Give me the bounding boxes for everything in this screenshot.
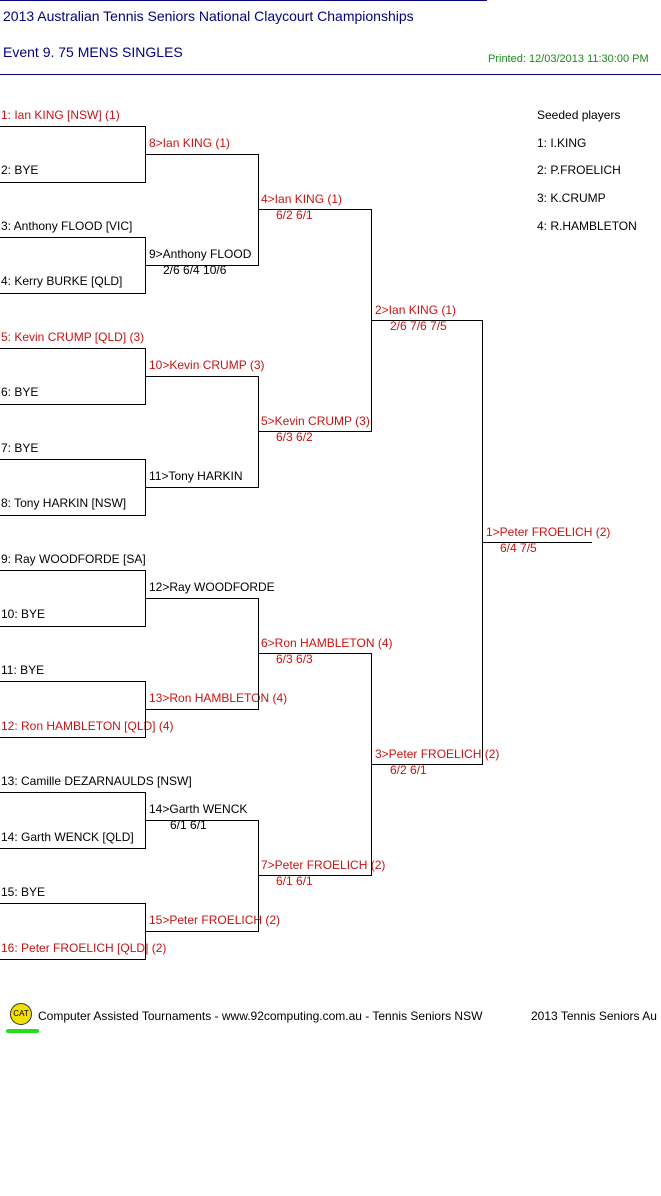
bracket-line bbox=[0, 903, 146, 904]
footer-right-text: 2013 Tennis Seniors Au bbox=[531, 1009, 657, 1023]
r1-entry: 13: Camille DEZARNAULDS [NSW] bbox=[1, 774, 192, 788]
bracket-line bbox=[0, 348, 146, 349]
bracket-line bbox=[258, 376, 259, 488]
r1-entry: 15: BYE bbox=[1, 885, 46, 899]
r2-winner: 11>Tony HARKIN bbox=[149, 469, 243, 483]
r1-entry: 9: Ray WOODFORDE [SA] bbox=[1, 552, 146, 566]
bracket-line bbox=[371, 320, 483, 321]
seeded-players-title: Seeded players bbox=[537, 108, 621, 122]
bracket-line bbox=[0, 126, 146, 127]
r3-winner: 6>Ron HAMBLETON (4) bbox=[261, 636, 393, 650]
r2-winner: 9>Anthony FLOOD bbox=[149, 247, 252, 261]
r1-entry: 1: Ian KING [NSW] (1) bbox=[1, 108, 120, 122]
r2-winner: 12>Ray WOODFORDE bbox=[149, 580, 275, 594]
bracket-line bbox=[371, 764, 483, 765]
bracket-line bbox=[0, 681, 146, 682]
header-bottom-rule bbox=[0, 74, 661, 75]
bracket-line bbox=[258, 653, 372, 654]
bracket-line bbox=[145, 598, 259, 599]
bracket-line bbox=[0, 570, 146, 571]
r3-winner: 4>Ian KING (1) bbox=[261, 192, 343, 206]
final-score: 6/4 7/5 bbox=[500, 541, 537, 555]
footer-credit: Computer Assisted Tournaments - www.92co… bbox=[38, 1009, 483, 1023]
r3-winner: 5>Kevin CRUMP (3) bbox=[261, 414, 370, 428]
bracket-line bbox=[482, 542, 592, 543]
bracket-line bbox=[0, 237, 146, 238]
bracket-line bbox=[0, 515, 146, 516]
bracket-line bbox=[145, 820, 259, 821]
r1-entry: 14: Garth WENCK [QLD] bbox=[1, 830, 134, 844]
r1-entry: 16: Peter FROELICH [QLD] (2) bbox=[1, 941, 167, 955]
seed-item: 2: P.FROELICH bbox=[537, 163, 621, 177]
r1-entry: 5: Kevin CRUMP [QLD] (3) bbox=[1, 330, 145, 344]
r2-score: 2/6 6/4 10/6 bbox=[163, 263, 227, 277]
seed-item: 1: I.KING bbox=[537, 136, 587, 150]
r1-entry: 7: BYE bbox=[1, 441, 39, 455]
bracket-line bbox=[145, 931, 259, 932]
r1-entry: 4: Kerry BURKE [QLD] bbox=[1, 274, 123, 288]
r4-score: 6/2 6/1 bbox=[390, 763, 427, 777]
r1-entry: 2: BYE bbox=[1, 163, 39, 177]
event-title: Event 9. 75 MENS SINGLES bbox=[3, 44, 183, 60]
cat-logo: CAT bbox=[10, 1003, 32, 1025]
r3-score: 6/3 6/2 bbox=[276, 430, 313, 444]
bracket-line bbox=[0, 959, 146, 960]
bracket-line bbox=[145, 487, 259, 488]
seed-item: 4: R.HAMBLETON bbox=[537, 219, 637, 233]
bracket-line bbox=[145, 376, 259, 377]
r3-score: 6/1 6/1 bbox=[276, 874, 313, 888]
final-winner: 1>Peter FROELICH (2) bbox=[486, 525, 611, 539]
r2-winner: 14>Garth WENCK bbox=[149, 802, 248, 816]
printed-timestamp: Printed: 12/03/2013 11:30:00 PM bbox=[488, 53, 649, 65]
r1-entry: 11: BYE bbox=[1, 663, 45, 677]
bracket-line bbox=[0, 792, 146, 793]
r2-winner: 8>Ian KING (1) bbox=[149, 136, 231, 150]
bracket-line bbox=[0, 404, 146, 405]
seed-item: 3: K.CRUMP bbox=[537, 191, 606, 205]
r1-entry: 10: BYE bbox=[1, 607, 46, 621]
r2-winner: 10>Kevin CRUMP (3) bbox=[149, 358, 265, 372]
r4-score: 2/6 7/6 7/5 bbox=[390, 319, 447, 333]
cat-logo-underline bbox=[6, 1029, 39, 1033]
r3-score: 6/3 6/3 bbox=[276, 652, 313, 666]
bracket-line bbox=[0, 626, 146, 627]
page-title: 2013 Australian Tennis Seniors National … bbox=[3, 8, 414, 24]
cat-logo-text: CAT bbox=[13, 1009, 29, 1018]
bracket-line bbox=[258, 154, 259, 266]
r2-winner: 15>Peter FROELICH (2) bbox=[149, 913, 281, 927]
bracket-line bbox=[0, 459, 146, 460]
bracket-line bbox=[258, 431, 372, 432]
bracket-line bbox=[258, 209, 372, 210]
bracket-line bbox=[0, 848, 146, 849]
bracket-line bbox=[0, 293, 146, 294]
bracket-line bbox=[0, 737, 146, 738]
r1-entry: 6: BYE bbox=[1, 385, 39, 399]
r1-entry: 8: Tony HARKIN [NSW] bbox=[1, 496, 127, 510]
bracket-line bbox=[145, 265, 259, 266]
r4-winner: 3>Peter FROELICH (2) bbox=[375, 747, 500, 761]
r2-winner: 13>Ron HAMBLETON (4) bbox=[149, 691, 288, 705]
bracket-line bbox=[258, 598, 259, 710]
r1-entry: 12: Ron HAMBLETON [QLD] (4) bbox=[1, 719, 174, 733]
r3-score: 6/2 6/1 bbox=[276, 208, 313, 222]
r4-winner: 2>Ian KING (1) bbox=[375, 303, 457, 317]
r3-winner: 7>Peter FROELICH (2) bbox=[261, 858, 386, 872]
bracket-line bbox=[145, 154, 259, 155]
bracket-line bbox=[258, 820, 259, 932]
r2-score: 6/1 6/1 bbox=[170, 818, 207, 832]
r1-entry: 3: Anthony FLOOD [VIC] bbox=[1, 219, 133, 233]
bracket-line bbox=[0, 182, 146, 183]
bracket-line bbox=[145, 709, 259, 710]
bracket-line bbox=[258, 875, 372, 876]
header-top-rule bbox=[0, 0, 487, 1]
